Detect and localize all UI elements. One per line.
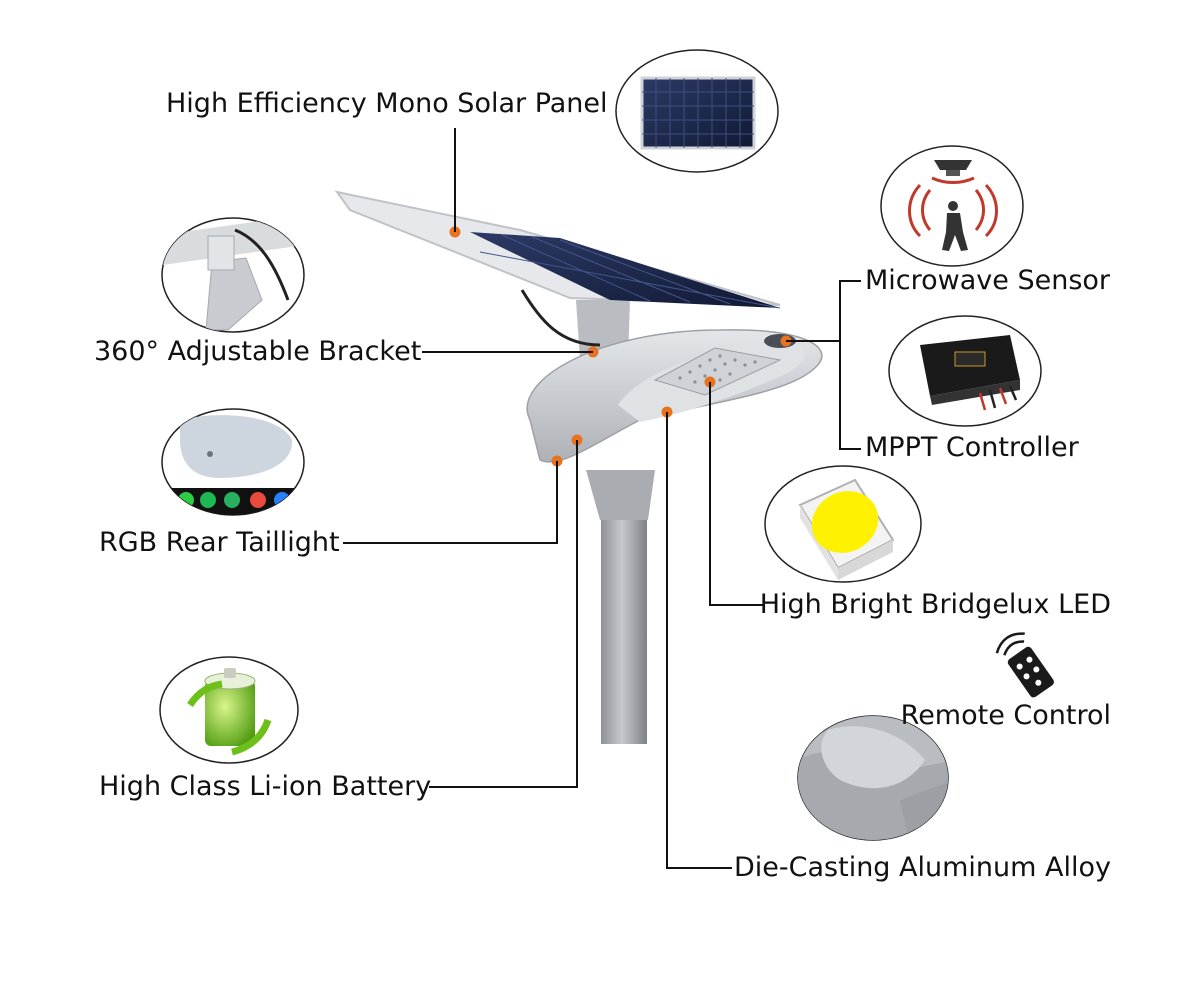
label-taillight: RGB Rear Taillight <box>99 527 340 558</box>
label-housing: Die-Casting Aluminum Alloy <box>734 852 1111 883</box>
label-solar-panel: High Efficiency Mono Solar Panel <box>166 88 608 119</box>
leader-lines <box>343 128 861 869</box>
leader-sensor-controller <box>839 280 861 450</box>
street-light-illustration <box>334 190 823 744</box>
motion-sensor-icon <box>880 145 1024 267</box>
battery-icon <box>159 656 299 764</box>
label-sensor: Microwave Sensor <box>865 265 1111 296</box>
led-chip-icon <box>764 465 922 583</box>
leader-housing <box>666 412 732 869</box>
label-led: High Bright Bridgelux LED <box>759 589 1111 620</box>
solar-panel-icon <box>615 49 779 173</box>
leader-taillight <box>343 461 558 544</box>
led-module <box>653 347 782 396</box>
leader-battery <box>429 440 578 788</box>
leader-led <box>709 382 764 606</box>
lamp-pole <box>601 500 647 744</box>
remote-control-icon <box>995 632 1054 698</box>
lamp-arm <box>586 470 655 520</box>
label-battery: High Class Li-ion Battery <box>99 771 432 802</box>
power-cable <box>520 289 601 347</box>
bracket-icon <box>161 217 305 333</box>
label-bracket: 360° Adjustable Bracket <box>94 336 422 367</box>
label-remote: Remote Control <box>900 700 1111 731</box>
taillight-icon <box>161 408 305 516</box>
controller-icon <box>888 315 1042 427</box>
aluminum-housing-icon <box>797 715 949 841</box>
solar-panel-cells <box>470 232 780 308</box>
label-controller: MPPT Controller <box>865 432 1079 463</box>
